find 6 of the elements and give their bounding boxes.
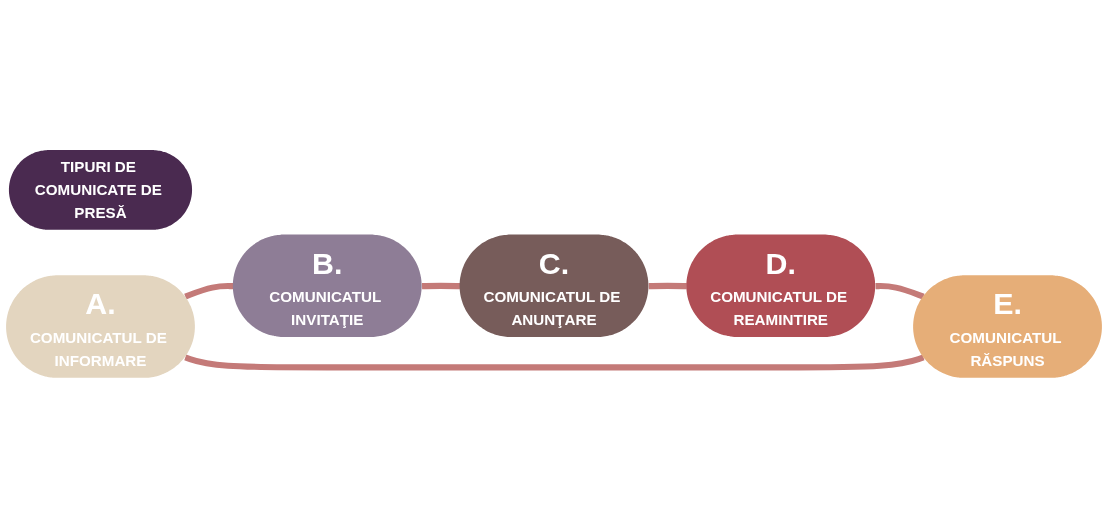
connector xyxy=(648,282,687,290)
connector xyxy=(184,354,925,371)
connector xyxy=(421,282,461,290)
connector xyxy=(184,283,234,300)
node-box: TIPURI DE COMUNICATE DE PRESĂ xyxy=(8,150,193,230)
connector xyxy=(875,283,925,300)
